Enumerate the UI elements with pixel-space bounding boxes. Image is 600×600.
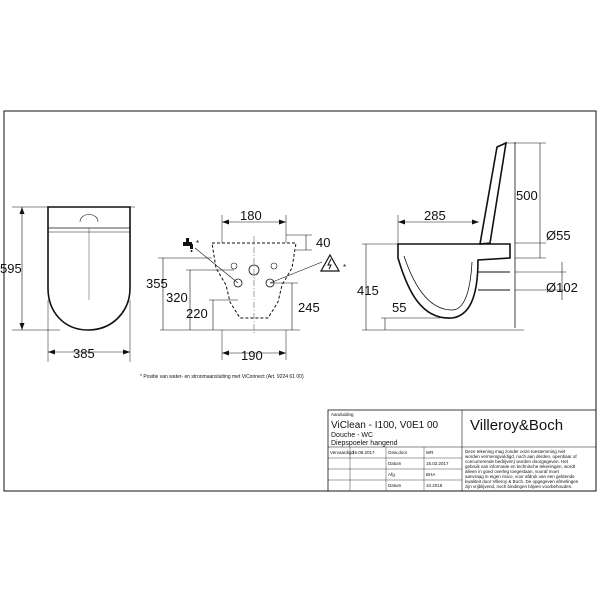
- tb-row3-col3-value: BHA: [426, 472, 435, 477]
- side-outlet: [478, 271, 510, 291]
- disclaimer-line: alleen in goed overleg toegestaan, voora…: [465, 469, 560, 474]
- electric-warning-icon: [319, 253, 341, 272]
- power-pointer: [269, 261, 323, 284]
- tb-row4-col3-label: Datum: [388, 483, 402, 488]
- dim-285-arrow: [398, 219, 405, 225]
- water-pointer: [194, 247, 239, 284]
- brand-logo: Villeroy&Boch: [470, 417, 563, 434]
- tb-product: ViClean - I100, V0E1 00: [331, 420, 439, 431]
- water-tap-icon: [183, 238, 193, 252]
- asterisk-right: *: [343, 263, 346, 272]
- tb-row3-col3-label: Afg.: [388, 472, 396, 477]
- tb-row4-col3-value: 10.2018: [426, 483, 443, 488]
- front-cover-hint: [79, 214, 99, 223]
- dim-102-dia-label: Ø102: [546, 280, 578, 295]
- side-lid-outline: [479, 141, 508, 245]
- front-height-arrow-top: [19, 207, 25, 214]
- dim-55-label: 55: [392, 300, 406, 315]
- disclaimer-line: kwaliteit door Villeroy & Boch. De opgeg…: [465, 479, 579, 484]
- dim-220-label: 220: [186, 306, 208, 321]
- aux-hole: [270, 262, 278, 270]
- disclaimer-line: zijn vrijblijvend, noch bindingen blijve…: [465, 484, 572, 489]
- front-view: 595 385: [0, 206, 135, 362]
- dim-55-dia-label: Ø55: [546, 228, 571, 243]
- tb-row1-date: 15.09.2017: [352, 450, 375, 455]
- front-height-label: 595: [0, 261, 22, 276]
- tb-disclaimer: Deze tekening mag zonder onze toestemmin…: [465, 449, 579, 489]
- front-bowl-outline: [47, 206, 131, 331]
- front-width-arrow-right: [123, 349, 130, 355]
- mounting-hole: [233, 278, 243, 288]
- tb-row1-col3-value: WR: [426, 450, 434, 455]
- side-bowl-inner: [403, 255, 473, 311]
- dim-180-label: 180: [240, 208, 262, 223]
- dim-320-label: 320: [166, 290, 188, 305]
- dim-285-label: 285: [424, 208, 446, 223]
- disclaimer-line: gebruik van informatie en technische tek…: [465, 464, 576, 469]
- dim-355-label: 355: [146, 276, 168, 291]
- tb-line2: Douche - WC: [331, 432, 373, 439]
- side-view: 285 500 Ø55 Ø102 415 55: [357, 141, 578, 331]
- side-bowl-outline: [397, 243, 511, 319]
- dim-180-arrow: [279, 219, 286, 225]
- tb-row2-col3-label: Datum: [388, 461, 402, 466]
- tb-kenmerk-label: Aanduiding: [331, 412, 354, 417]
- tb-line3: Diepspoeler hangend: [331, 440, 398, 447]
- dim-500-label: 500: [516, 188, 538, 203]
- dim-190-label: 190: [241, 348, 263, 363]
- asterisk-left: *: [196, 239, 199, 248]
- front-height-arrow-bottom: [19, 323, 25, 330]
- front-width-label: 385: [73, 346, 95, 361]
- back-view: * * 180 40 355 320 220 245: [146, 208, 346, 363]
- dim-415-label: 415: [357, 283, 379, 298]
- back-bracket-outline: [211, 242, 297, 319]
- disclaimer-line: worden vermenigvuldigd, noch aan derden,…: [465, 454, 577, 459]
- dim-285-arrow: [472, 219, 479, 225]
- tb-row1-col3-label: Gew.door: [388, 450, 408, 455]
- disclaimer-line: concurrerende bedrijven) worden doorgege…: [465, 459, 569, 464]
- tb-row1-label: Vervaardigd: [330, 450, 355, 455]
- disclaimer-line: aanvraag in eigen risico, voor afdruk va…: [465, 474, 575, 479]
- dim-180-arrow: [222, 219, 229, 225]
- dim-40-label: 40: [316, 235, 330, 250]
- aux-hole: [230, 262, 238, 270]
- tb-row2-col3-value: 15.02.2017: [426, 461, 449, 466]
- front-width-arrow-left: [48, 349, 55, 355]
- connection-footnote: * Positie van water- en stroomaansluitin…: [140, 374, 304, 380]
- dim-245-label: 245: [298, 300, 320, 315]
- title-block: Aanduiding ViClean - I100, V0E1 00 Douch…: [327, 409, 597, 492]
- dim-190-arrow: [279, 350, 286, 356]
- disclaimer-line: Deze tekening mag zonder onze toestemmin…: [465, 449, 566, 454]
- drawing-frame: [3, 110, 597, 492]
- dim-190-arrow: [222, 350, 229, 356]
